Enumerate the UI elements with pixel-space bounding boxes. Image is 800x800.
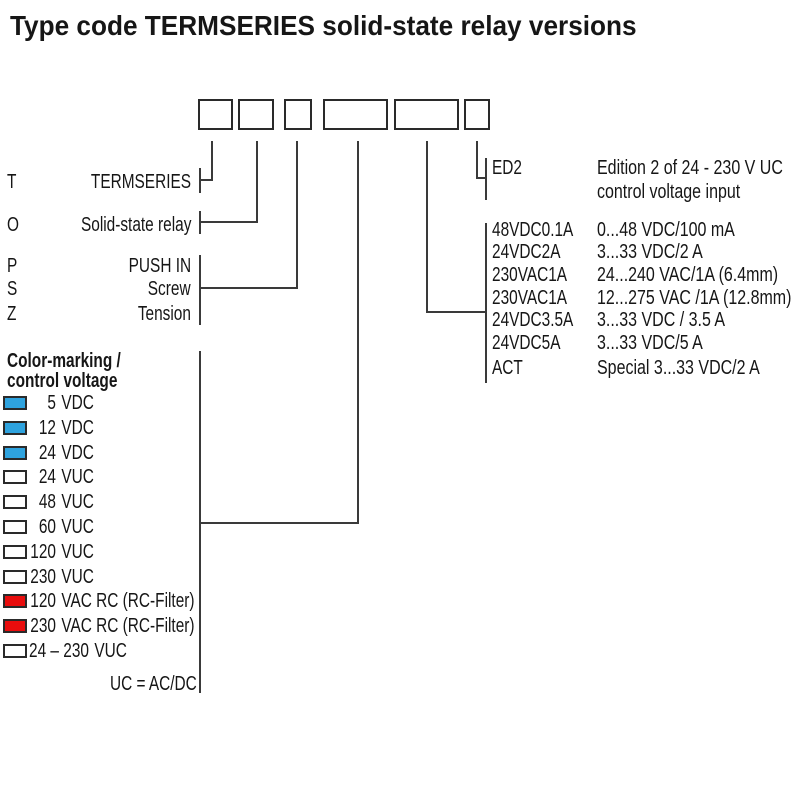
tick-line: [199, 168, 201, 193]
color-section-heading-line1: Color-marking /: [7, 350, 121, 372]
connector-line: [200, 221, 257, 223]
variant-description: 24...240 VAC/1A (6.4mm): [597, 264, 779, 286]
voltage-unit: VUC: [61, 541, 94, 563]
connector-line: [427, 311, 486, 313]
color-swatch-white: [3, 545, 27, 559]
variant-code: 48VDC0.1A: [492, 219, 574, 241]
variant-description: 0...48 VDC/100 mA: [597, 219, 735, 241]
type-code-box-3: [284, 99, 312, 130]
type-label: Solid-state relay: [80, 214, 191, 236]
connector-line: [426, 141, 428, 313]
connector-line: [256, 141, 258, 223]
color-swatch-white: [3, 644, 27, 658]
variant-description: 3...33 VDC/2 A: [597, 241, 703, 263]
type-code-box-6: [464, 99, 490, 130]
page-title: Type code TERMSERIES solid-state relay v…: [10, 10, 637, 41]
voltage-unit: VUC: [94, 640, 127, 662]
voltage-unit: VUC: [61, 466, 94, 488]
voltage-unit: VDC: [61, 417, 94, 439]
type-label: PUSH IN: [128, 255, 191, 277]
voltage-unit: VUC: [61, 516, 94, 538]
voltage-unit: VAC RC (RC-Filter): [61, 615, 195, 637]
color-swatch-red: [3, 594, 27, 608]
connector-line: [476, 141, 478, 179]
voltage-unit: VAC RC (RC-Filter): [61, 590, 195, 612]
type-label: Screw: [148, 278, 191, 300]
connector-line: [200, 179, 212, 181]
color-swatch-red: [3, 619, 27, 633]
color-swatch-blue: [3, 446, 27, 460]
color-swatch-white: [3, 570, 27, 584]
variant-description: Special 3...33 VDC/2 A: [597, 357, 760, 379]
edition-description-line1: Edition 2 of 24 - 230 V UC: [597, 157, 783, 179]
variant-code: 24VDC2A: [492, 241, 561, 263]
connector-line: [211, 141, 213, 181]
variant-description: 3...33 VDC/5 A: [597, 332, 703, 354]
connector-line: [296, 141, 298, 289]
color-section-heading-line2: control voltage: [7, 370, 118, 392]
variant-code: 24VDC5A: [492, 332, 561, 354]
variant-code: 230VAC1A: [492, 287, 568, 309]
connector-line: [477, 177, 487, 179]
group-bracket-line: [485, 223, 487, 383]
group-bracket-line: [199, 255, 201, 325]
connector-line: [200, 287, 297, 289]
voltage-unit: VUC: [61, 566, 94, 588]
type-code-box-1: [198, 99, 233, 130]
type-code-box-5: [394, 99, 459, 130]
type-label: Tension: [137, 303, 191, 325]
voltage-number: 60: [38, 516, 56, 538]
variant-code: 24VDC3.5A: [492, 309, 574, 331]
voltage-number: 230: [30, 566, 56, 588]
connector-line: [357, 141, 359, 524]
color-swatch-white: [3, 470, 27, 484]
type-letter: T: [7, 171, 17, 193]
type-letter: O: [7, 214, 19, 236]
voltage-number: 12: [38, 417, 56, 439]
voltage-number: 48: [38, 491, 56, 513]
type-letter: Z: [7, 303, 17, 325]
variant-description: 12...275 VAC /1A (12.8mm): [597, 287, 792, 309]
color-swatch-white: [3, 495, 27, 509]
tick-line: [485, 158, 487, 200]
voltage-unit: VDC: [61, 392, 94, 414]
type-code-box-4: [323, 99, 388, 130]
type-code-box-2: [238, 99, 274, 130]
voltage-unit: VUC: [61, 491, 94, 513]
variant-description: 3...33 VDC / 3.5 A: [597, 309, 726, 331]
voltage-number: 24: [38, 466, 56, 488]
tick-line: [199, 211, 201, 234]
voltage-number: 120: [30, 541, 56, 563]
variant-code: 230VAC1A: [492, 264, 568, 286]
voltage-number: 230: [30, 615, 56, 637]
type-label: TERMSERIES: [90, 171, 191, 193]
uc-footnote: UC = AC/DC: [110, 673, 197, 695]
voltage-number: 120: [30, 590, 56, 612]
variant-code: ACT: [492, 357, 523, 379]
type-letter: P: [7, 255, 18, 277]
voltage-unit: VDC: [61, 442, 94, 464]
edition-code: ED2: [492, 157, 522, 179]
color-swatch-blue: [3, 421, 27, 435]
voltage-number: 24: [38, 442, 56, 464]
connector-line: [200, 522, 358, 524]
color-swatch-blue: [3, 396, 27, 410]
type-letter: S: [7, 278, 18, 300]
edition-description-line2: control voltage input: [597, 181, 741, 203]
group-bracket-line: [199, 351, 201, 693]
color-swatch-white: [3, 520, 27, 534]
voltage-number: 24 – 230: [29, 640, 89, 662]
voltage-number: 5: [47, 392, 56, 414]
